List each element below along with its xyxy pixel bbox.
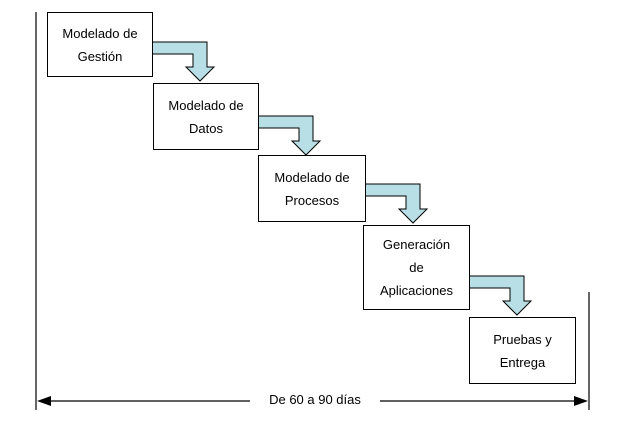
step-connector-arrow [257, 115, 322, 156]
step-box-modelado-gestion: Modelado de Gestión [47, 12, 153, 77]
step-label: Pruebas y [493, 331, 552, 347]
step-label: Entrega [499, 354, 546, 370]
step-box-modelado-procesos: Modelado de Procesos [258, 155, 366, 222]
step-connector-arrow [151, 41, 216, 82]
step-label: Procesos [284, 192, 340, 208]
step-label: Modelado de [62, 25, 138, 41]
step-label: Generación [382, 237, 451, 252]
duration-arrowhead-right [574, 396, 588, 406]
step-label: Modelado de [274, 169, 350, 185]
step-connector-arrow [468, 275, 533, 316]
step-connector-arrow [364, 183, 429, 224]
duration-arrowhead-left [37, 396, 51, 406]
step-label: de [409, 260, 424, 275]
step-box-modelado-datos: Modelado de Datos [153, 83, 259, 150]
step-label: Gestión [77, 48, 123, 64]
step-box-generacion-aplicaciones: Generación de Aplicaciones [363, 225, 470, 310]
step-label: Datos [189, 120, 223, 136]
step-label: Modelado de [168, 97, 244, 113]
step-box-pruebas-entrega: Pruebas y Entrega [469, 317, 576, 384]
duration-label: De 60 a 90 días [250, 391, 380, 409]
step-label: Aplicaciones [380, 283, 453, 298]
